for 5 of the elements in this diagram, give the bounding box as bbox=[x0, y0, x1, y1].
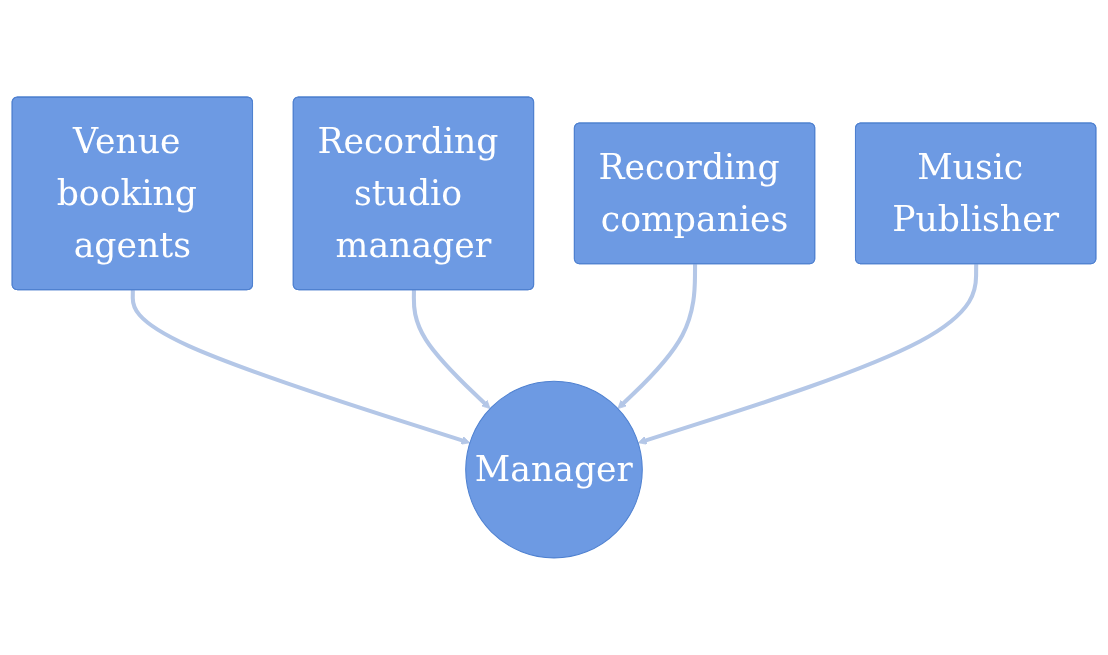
arrow bbox=[617, 264, 698, 410]
arrow bbox=[411, 290, 491, 410]
arrow bbox=[130, 290, 471, 445]
arrow bbox=[637, 264, 979, 445]
node-circle: Manager bbox=[465, 380, 643, 559]
